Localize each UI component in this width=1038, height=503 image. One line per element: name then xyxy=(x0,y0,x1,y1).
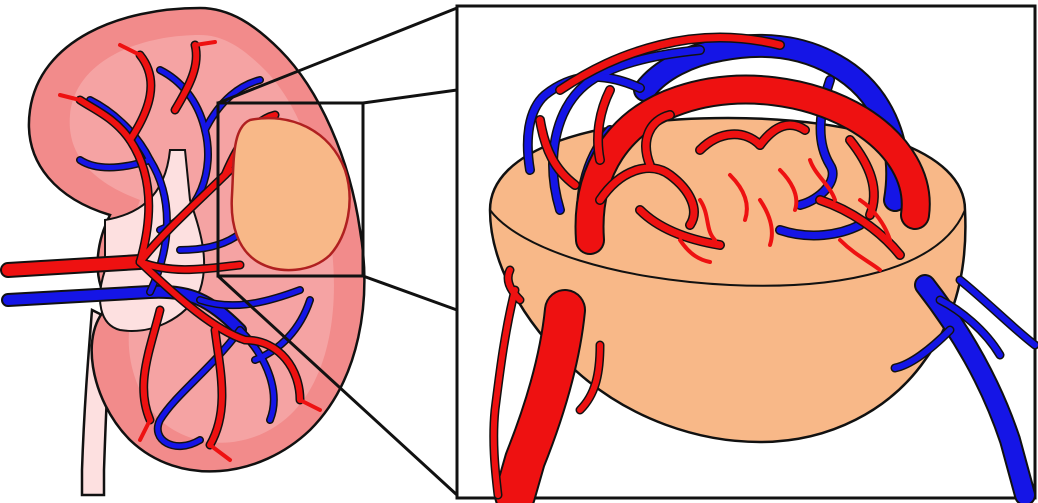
tumor-closeup-panel xyxy=(457,6,1035,498)
kidney-icon xyxy=(8,8,364,495)
